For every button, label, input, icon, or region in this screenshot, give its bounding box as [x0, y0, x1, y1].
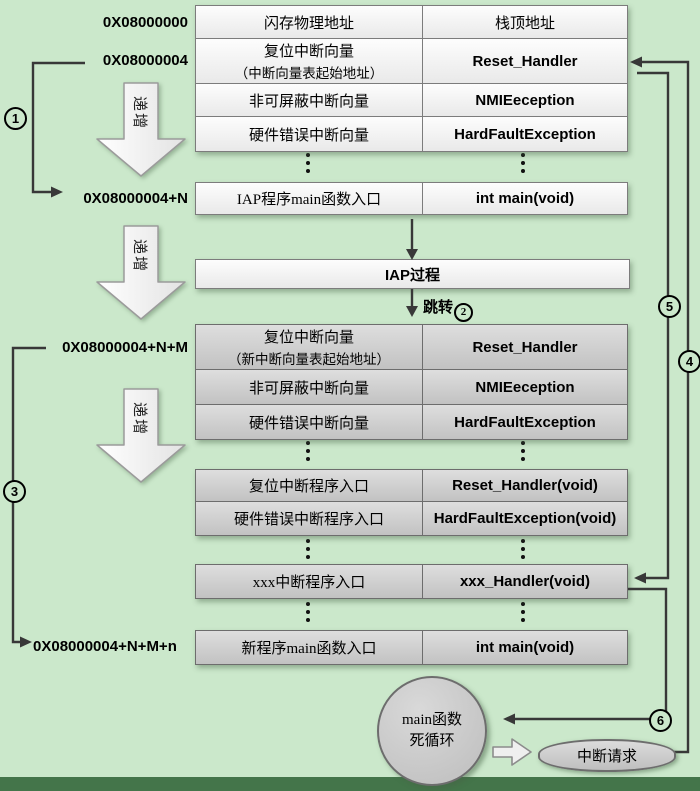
cell-nmi-vector: 非可屏蔽中断向量: [248, 93, 369, 110]
xxx-isr-entry-row: xxx中断程序入口 xxx_Handler(void): [195, 564, 628, 599]
address-label-new-vector: 0X08000004+N+M: [62, 339, 188, 356]
table-row: 非可屏蔽中断向量 NMIEeception: [195, 369, 628, 405]
table-row: 硬件错误中断向量 HardFaultException: [195, 116, 628, 152]
ellipsis-icon: [521, 539, 525, 559]
ellipsis-icon: [306, 602, 310, 622]
cell-hardfault-vector: 硬件错误中断向量: [248, 415, 369, 432]
cell-hardfault-vector: 硬件错误中断向量: [248, 127, 369, 144]
cell-iap-main-entry: IAP程序main函数入口: [236, 192, 382, 208]
iap-main-entry-row: IAP程序main函数入口 int main(void): [195, 182, 628, 215]
cell-hardfault-handler-void: HardFaultException(void): [433, 510, 617, 527]
cell-xxx-handler-void: xxx_Handler(void): [459, 573, 591, 590]
cell-hardfault-handler: HardFaultException: [454, 125, 596, 143]
cell-hardfault-handler: HardFaultException: [454, 413, 596, 431]
cell-reset-vector: 复位中断向量: [263, 44, 354, 60]
table-row: IAP程序main函数入口 int main(void): [195, 182, 628, 215]
main-loop-line2: 死循环: [409, 733, 455, 749]
fat-down-arrow-icon: [96, 225, 186, 320]
table-row: 非可屏蔽中断向量 NMIEeception: [195, 83, 628, 117]
table-row: xxx中断程序入口 xxx_Handler(void): [195, 564, 628, 599]
increment-arrow-1: 递增: [95, 82, 187, 178]
ellipsis-icon: [521, 602, 525, 622]
step-marker-2: 2: [454, 302, 474, 322]
cell-reset-isr-entry: 复位中断程序入口: [248, 479, 369, 495]
cell-nmi-handler: NMIEeception: [475, 91, 575, 109]
increment-arrow-3: 递增: [95, 388, 187, 484]
bottom-green-bar: [0, 777, 700, 791]
table-row: 复位中断向量 （中断向量表起始地址） Reset_Handler: [195, 38, 628, 84]
ellipsis-icon: [521, 441, 525, 461]
step4-interrupt-line: [642, 60, 690, 754]
new-main-entry-row: 新程序main函数入口 int main(void): [195, 630, 628, 665]
table-row: 闪存物理地址 栈顶地址: [195, 5, 628, 39]
step1-bracket-line: [31, 61, 85, 194]
arrowhead-icon: [20, 636, 32, 648]
iap-process-label: IAP过程: [384, 266, 440, 284]
step-marker-5: 5: [658, 295, 681, 318]
main-loop-line1: main函数: [402, 712, 462, 728]
cell-new-main-entry: 新程序main函数入口: [241, 641, 377, 657]
arrowhead-icon: [634, 572, 646, 584]
jump-text: 跳转: [423, 300, 454, 316]
cell-nmi-handler: NMIEeception: [475, 378, 575, 396]
cell-xxx-isr-entry: xxx中断程序入口: [252, 575, 366, 591]
step-marker-1: 1: [4, 107, 27, 130]
interrupt-request-label: 中断请求: [576, 749, 637, 765]
cell-new-reset-vector-note: （新中断向量表起始地址）: [228, 352, 390, 367]
address-label-iap-main: 0X08000004+N: [83, 190, 188, 207]
table-row: 硬件错误中断向量 HardFaultException: [195, 404, 628, 440]
new-vector-table: 复位中断向量 （新中断向量表起始地址） Reset_Handler 非可屏蔽中断…: [195, 324, 628, 440]
cell-nmi-vector: 非可屏蔽中断向量: [248, 380, 369, 397]
cell-int-main: int main(void): [475, 190, 575, 207]
table-row: 复位中断程序入口 Reset_Handler(void): [195, 469, 628, 502]
cell-new-reset-vector: 复位中断向量: [263, 330, 354, 346]
increment-arrow-2: 递增: [95, 225, 187, 321]
address-label-vector-base: 0X08000004: [102, 52, 188, 69]
cell-hardfault-isr-entry: 硬件错误中断程序入口: [233, 512, 384, 528]
cell-reset-handler: Reset_Handler: [472, 338, 578, 356]
table-row: 新程序main函数入口 int main(void): [195, 630, 628, 665]
arrowhead-icon: [503, 713, 515, 725]
fat-down-arrow-icon: [96, 388, 186, 483]
cell-reset-handler: Reset_Handler: [472, 52, 578, 70]
increment-label: 递增: [131, 401, 148, 436]
cell-stack-top: 栈顶地址: [494, 15, 555, 32]
address-label-new-main: 0X08000004+N+M+n: [33, 638, 177, 655]
step-marker-4: 4: [678, 350, 700, 373]
increment-label: 递增: [131, 238, 148, 273]
step-marker-6: 6: [649, 709, 672, 732]
cell-reset-vector-note: （中断向量表起始地址）: [234, 66, 384, 81]
ellipsis-icon: [521, 153, 525, 173]
cell-int-main: int main(void): [475, 639, 575, 656]
block-arrow-icon: [492, 738, 532, 766]
ellipsis-icon: [306, 153, 310, 173]
arrowhead-icon: [406, 306, 418, 317]
ellipsis-icon: [306, 441, 310, 461]
table-row: 硬件错误中断程序入口 HardFaultException(void): [195, 501, 628, 536]
table-row: 复位中断向量 （新中断向量表起始地址） Reset_Handler: [195, 324, 628, 370]
step5-vector-line: [637, 71, 670, 580]
address-label-flash-base: 0X08000000: [102, 14, 188, 31]
increment-label: 递增: [131, 95, 148, 130]
isr-entry-table: 复位中断程序入口 Reset_Handler(void) 硬件错误中断程序入口 …: [195, 469, 628, 536]
arrowhead-icon: [630, 56, 642, 68]
main-loop-circle: main函数 死循环: [377, 676, 487, 786]
ellipsis-icon: [306, 539, 310, 559]
cell-flash-address: 闪存物理地址: [263, 15, 354, 32]
interrupt-request-ellipse: 中断请求: [538, 739, 676, 772]
fat-down-arrow-icon: [96, 82, 186, 177]
iap-vector-table: 闪存物理地址 栈顶地址 复位中断向量 （中断向量表起始地址） Reset_Han…: [195, 5, 628, 152]
cell-reset-handler-void: Reset_Handler(void): [452, 477, 598, 494]
iap-process-box: IAP过程: [195, 259, 630, 289]
step-marker-3: 3: [3, 480, 26, 503]
